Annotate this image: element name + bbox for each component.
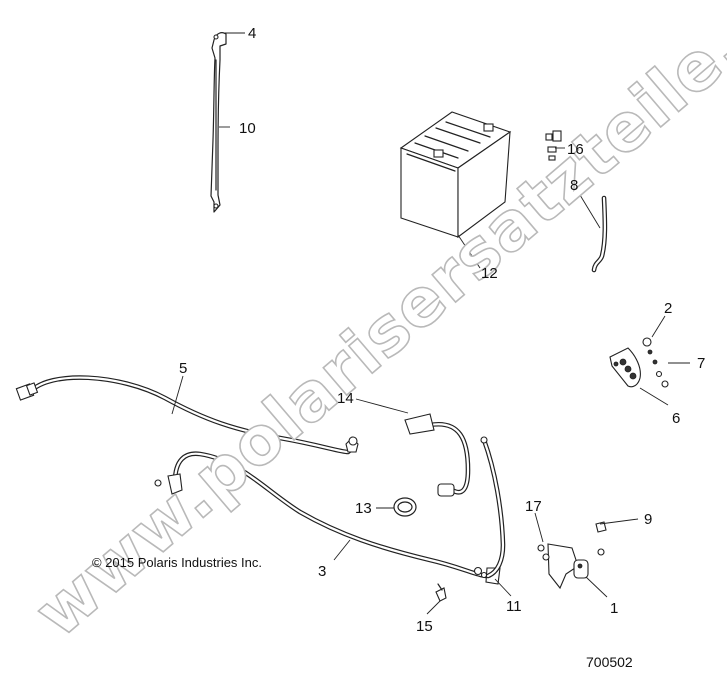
callout-4: 4: [248, 25, 256, 42]
callout-6: 6: [672, 410, 680, 427]
copyright-notice: © 2015 Polaris Industries Inc.: [92, 555, 262, 570]
starter-solenoid: [537, 521, 607, 590]
hold-down-strap: [210, 32, 227, 213]
hose-clamp: [393, 497, 417, 517]
terminal-block: [609, 337, 669, 388]
wire-harness: [15, 375, 359, 455]
callout-8: 8: [570, 177, 578, 194]
callout-9: 9: [644, 511, 652, 528]
callout-11: 11: [506, 598, 522, 615]
callout-3: 3: [318, 563, 326, 580]
positive-cable: [404, 413, 506, 579]
callout-labels: 4 10 16 8 12 2 7 6 5 14 13 17 9 3 11 1 1…: [179, 25, 705, 635]
callout-10: 10: [239, 120, 256, 137]
terminal-nuts: [473, 566, 488, 579]
callout-14: 14: [337, 390, 354, 407]
battery: [399, 111, 512, 239]
callout-15: 15: [416, 618, 433, 635]
callout-16: 16: [567, 141, 584, 158]
diagram-part-number: 700502: [586, 654, 633, 670]
callout-17: 17: [525, 498, 542, 515]
vent-tube: [591, 195, 608, 273]
callout-7: 7: [697, 355, 705, 372]
push-pin-fastener: [435, 583, 447, 602]
callout-1: 1: [610, 600, 618, 617]
leader-lines: [171, 32, 690, 615]
callout-13: 13: [355, 500, 372, 517]
callout-12: 12: [481, 265, 498, 282]
callout-2: 2: [664, 300, 672, 317]
callout-5: 5: [179, 360, 187, 377]
terminal-hardware: [545, 130, 562, 161]
